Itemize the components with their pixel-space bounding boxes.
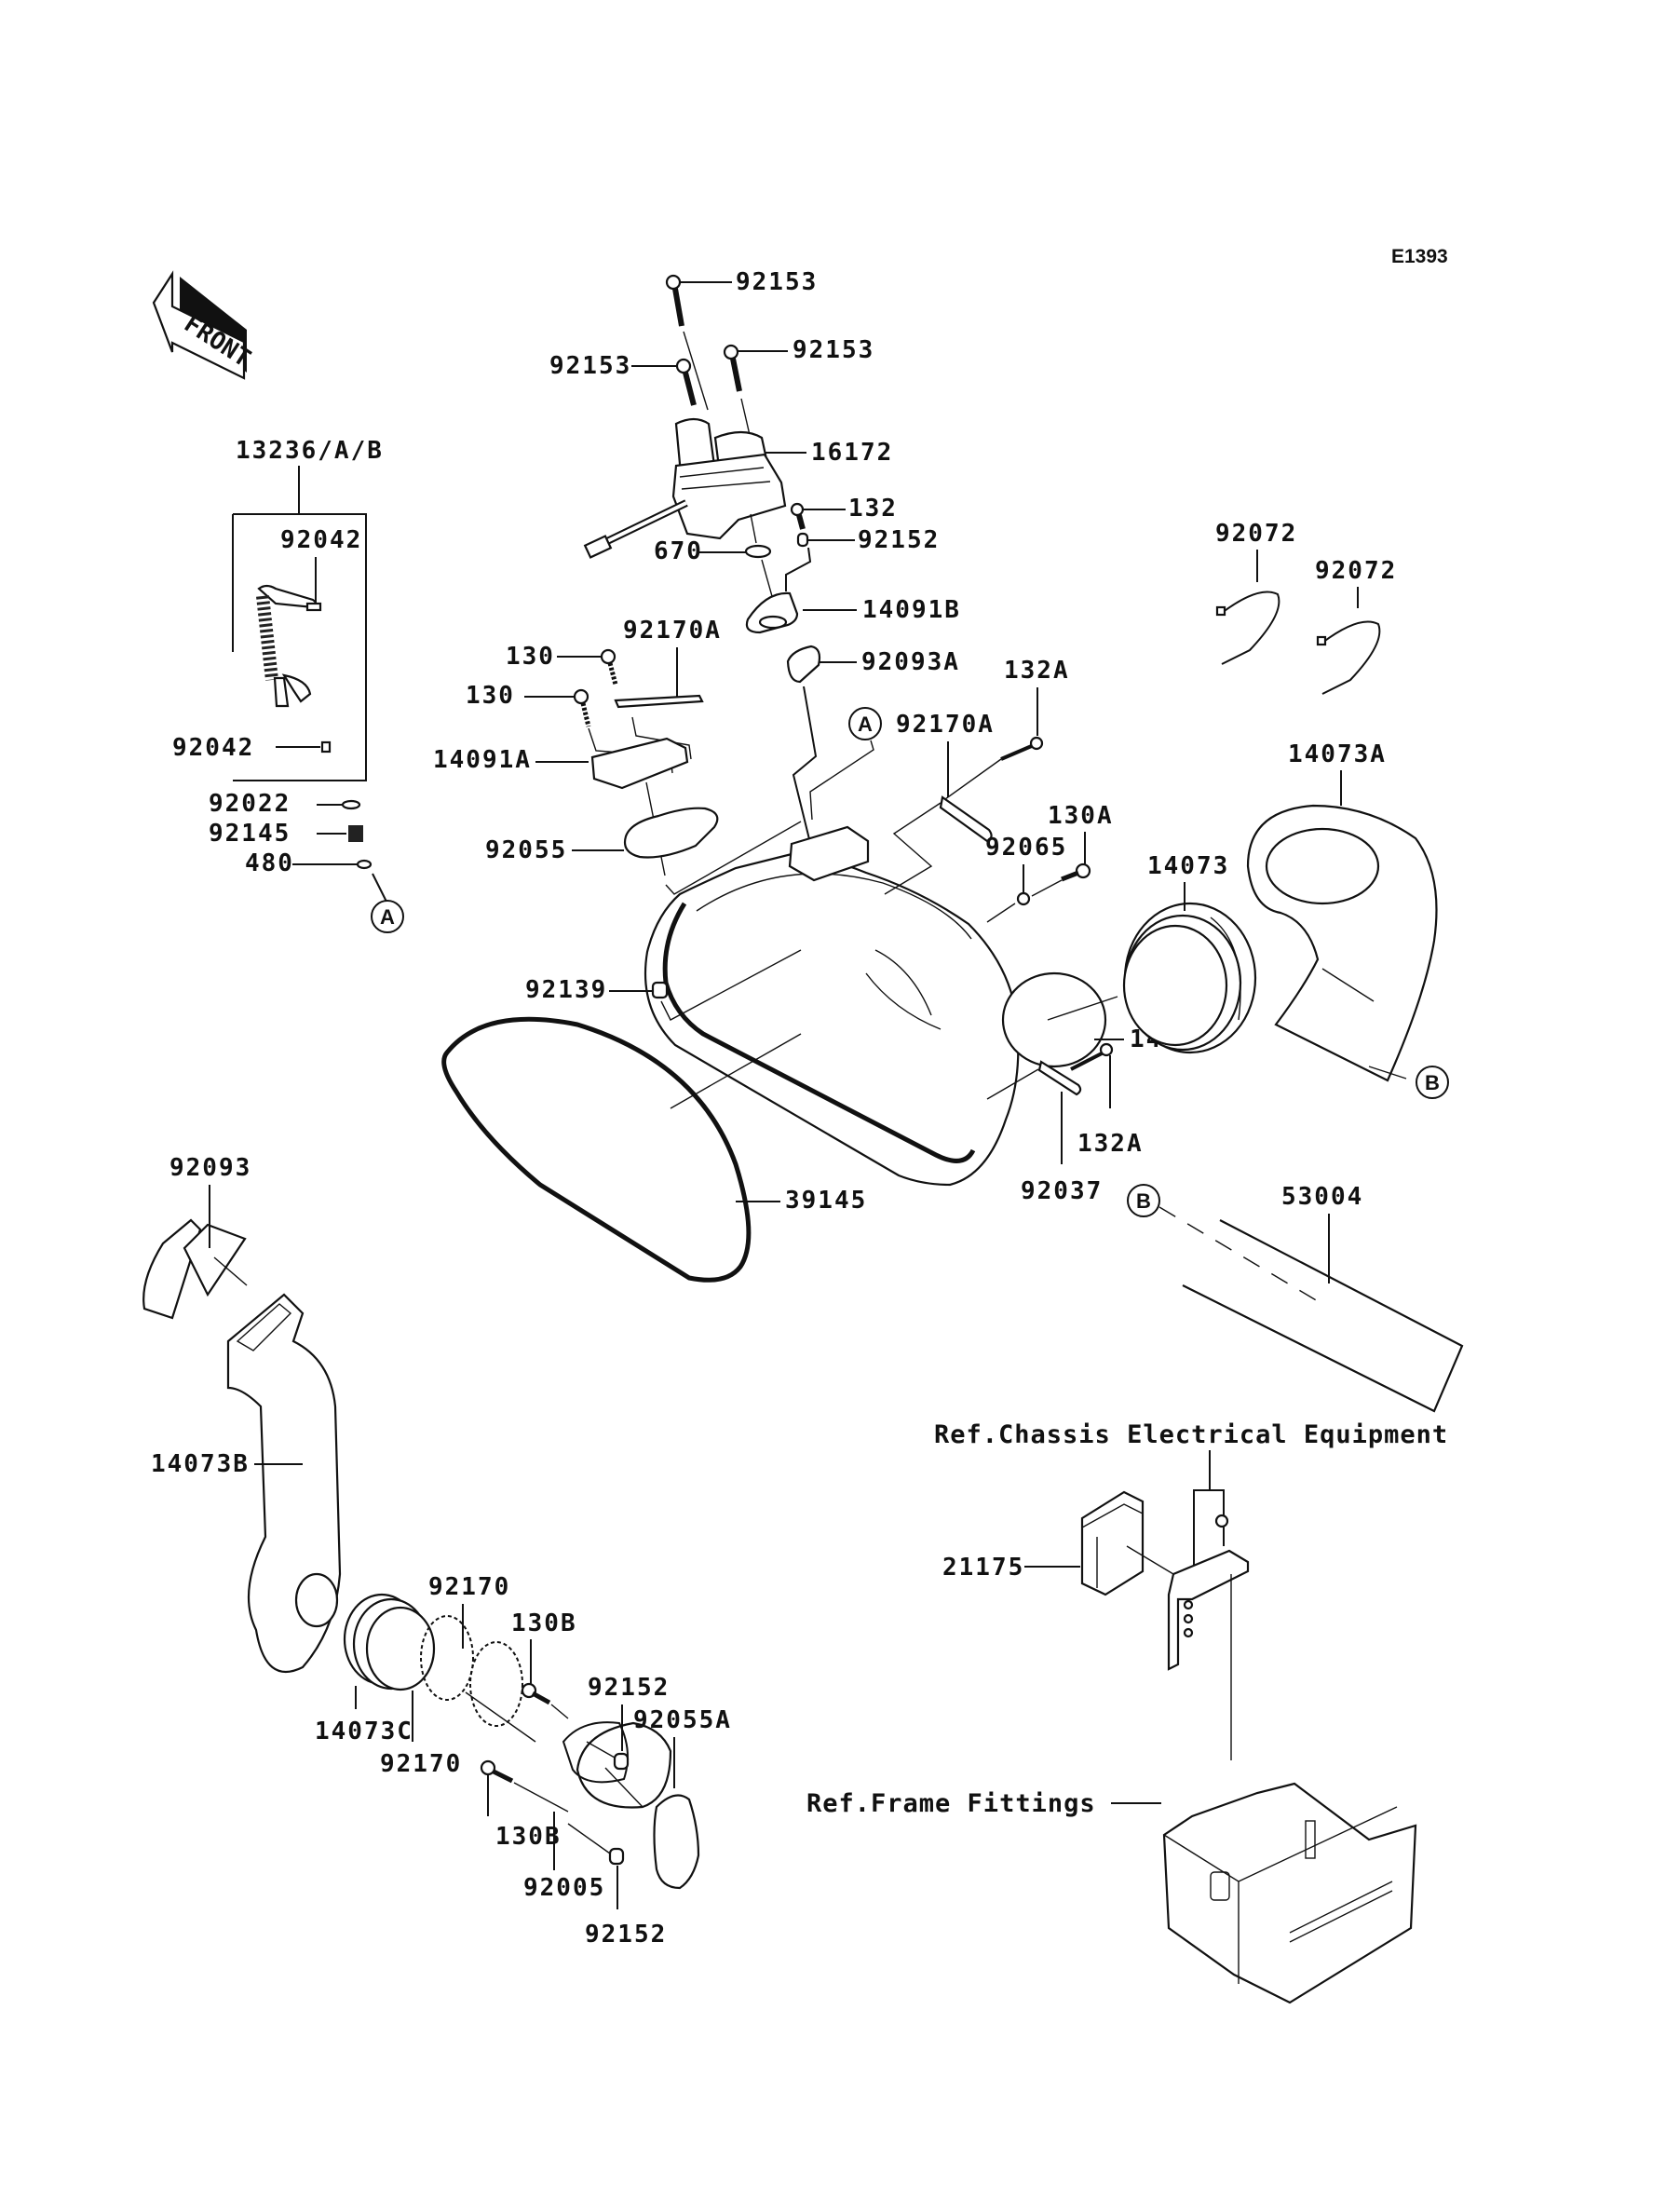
label-132[interactable]: 132 [848,495,898,523]
belt-39145-part[interactable] [441,1016,752,1283]
label-92072-a[interactable]: 92072 [1215,520,1297,548]
elbow-14073A-part[interactable] [1246,804,1438,1082]
label-92139[interactable]: 92139 [525,976,607,1004]
label-39145[interactable]: 39145 [785,1187,867,1215]
label-92005[interactable]: 92005 [523,1874,605,1902]
label-92042-bottom[interactable]: 92042 [172,734,254,762]
gasket-92055A-part[interactable] [653,1794,700,1890]
label-92055[interactable]: 92055 [485,836,567,864]
label-92152-mid[interactable]: 92152 [588,1674,670,1702]
washer-92065-part[interactable] [1016,891,1031,906]
svg-text:A: A [858,713,873,736]
cover-14091A-part[interactable] [590,737,689,790]
label-92170A-top[interactable]: 92170A [623,617,722,645]
housing-14091-part[interactable] [644,825,1107,1187]
label-92072-b[interactable]: 92072 [1315,557,1397,585]
tie-92072-a-part[interactable] [1215,591,1280,665]
battery-case-part[interactable] [1162,1782,1417,2004]
label-92065[interactable]: 92065 [985,834,1067,862]
label-92153-right[interactable]: 92153 [793,336,874,364]
gasket-92055-part[interactable] [623,807,719,859]
label-480[interactable]: 480 [245,849,294,877]
tie-92072-b-part[interactable] [1316,620,1381,695]
label-14073A[interactable]: 14073A [1288,740,1387,768]
seal-92093-part[interactable] [142,1218,202,1320]
part-13236-group: 13236/A/B 92042 92042 92022 92145 480 A [172,437,404,933]
ref-marker-b-right [1416,1066,1449,1099]
label-132A-bottom[interactable]: 132A [1077,1130,1144,1158]
label-92145[interactable]: 92145 [209,820,291,848]
diagram-code: E1393 [1391,246,1448,267]
sleeve-14073C-part[interactable] [343,1593,436,1691]
part-16172-group: 92153 92153 92153 16172 132 92152 [549,268,961,844]
gasket-92093A-part[interactable] [786,645,821,684]
svg-text:B: B [1425,1071,1440,1094]
duct-14073B-part[interactable] [226,1293,342,1673]
label-92042-top[interactable]: 92042 [280,526,362,554]
bracket-part[interactable] [1167,1549,1250,1671]
svg-text:A: A [380,905,395,929]
duct-14073-part[interactable] [1122,902,1257,1054]
label-92152-bottom[interactable]: 92152 [585,1921,667,1949]
clamp-92170-b-part[interactable] [469,1641,523,1727]
label-92037[interactable]: 92037 [1021,1177,1103,1205]
label-130B-bottom[interactable]: 130B [495,1823,562,1851]
module-21175-part[interactable] [1080,1490,1145,1596]
label-13236[interactable]: 13236/A/B [236,437,384,465]
strap-92170A-mid-part[interactable] [939,795,993,843]
label-14091A[interactable]: 14091A [433,746,532,774]
label-21175[interactable]: 21175 [942,1554,1024,1582]
ref-frame-fittings-label[interactable]: Ref.Frame Fittings [806,1789,1096,1818]
label-92022[interactable]: 92022 [209,790,291,818]
label-92153-top[interactable]: 92153 [736,268,818,296]
label-16172[interactable]: 16172 [811,439,893,467]
label-14073[interactable]: 14073 [1147,852,1229,880]
label-92170-top[interactable]: 92170 [428,1573,510,1601]
elbow-14091B-part[interactable] [745,591,799,634]
strap-92170A-top-part[interactable] [614,694,704,709]
actuator-16172-part[interactable] [583,417,787,559]
clamp-92170-a-part[interactable] [420,1615,474,1701]
label-130-a[interactable]: 130 [506,643,555,671]
ref-chassis-electrical-label[interactable]: Ref.Chassis Electrical Equipment [934,1420,1448,1449]
label-92170-bottom[interactable]: 92170 [380,1750,462,1778]
strap-92037-part[interactable] [1037,1060,1082,1096]
ref-marker-a-top [848,707,882,740]
label-130B-top[interactable]: 130B [511,1609,577,1637]
ref-marker-a-bottom [371,900,404,933]
part-92170A-mid-group: 92170A 132A 130A 92065 [884,657,1114,923]
label-670[interactable]: 670 [654,537,703,565]
ref-marker-b-left [1127,1184,1160,1217]
label-132A-top[interactable]: 132A [1004,657,1070,685]
label-92055A[interactable]: 92055A [633,1706,732,1734]
pad-53004-part[interactable] [1182,1219,1464,1413]
shift-rod-part[interactable] [256,584,322,708]
label-14073B[interactable]: 14073B [151,1450,250,1478]
label-92093A[interactable]: 92093A [861,648,960,676]
part-14091A-group: 92170A 130 130 14091A 92055 [433,617,802,895]
label-14091B[interactable]: 14091B [862,596,961,624]
label-92093[interactable]: 92093 [169,1154,251,1182]
label-130A[interactable]: 130A [1048,802,1114,830]
collar-92152-bottom-part[interactable] [608,1847,625,1866]
label-130-b[interactable]: 130 [466,682,515,710]
label-92170A-mid[interactable]: 92170A [896,711,995,739]
svg-text:B: B [1136,1189,1151,1213]
collar-92152-mid-part[interactable] [613,1752,630,1771]
front-arrow-icon: FRONT [152,270,255,380]
label-14073C[interactable]: 14073C [315,1718,413,1745]
label-92152-top[interactable]: 92152 [858,526,940,554]
label-53004[interactable]: 53004 [1281,1183,1363,1211]
label-92153-left[interactable]: 92153 [549,352,631,380]
grommet-92139-part[interactable] [651,981,669,999]
part-92037-group: 132A 92037 [986,1042,1144,1205]
